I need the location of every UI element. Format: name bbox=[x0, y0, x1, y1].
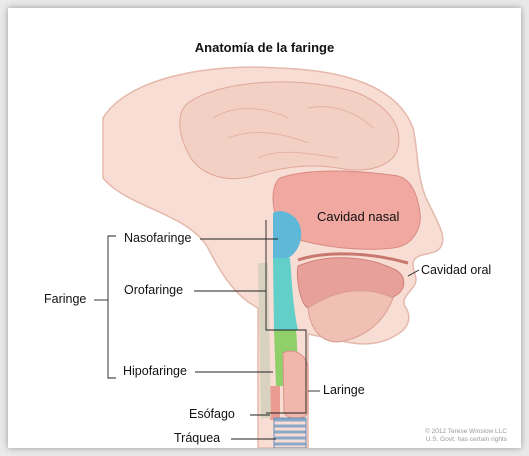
trachea-label: Tráquea bbox=[174, 431, 220, 445]
diagram-title: Anatomía de la faringe bbox=[8, 40, 521, 55]
diagram-frame: Anatomía de la faringe Cavidad nasal Nas… bbox=[8, 8, 521, 448]
pharynx-anatomy-illustration bbox=[8, 8, 521, 448]
larynx-label: Laringe bbox=[323, 383, 365, 397]
oropharynx-label: Orofaringe bbox=[124, 283, 183, 297]
copyright-line-1: © 2012 Terese Winslow LLC bbox=[425, 428, 507, 436]
larynx-shape bbox=[283, 351, 308, 418]
nasal-cavity-label: Cavidad nasal bbox=[317, 209, 399, 224]
brain bbox=[180, 82, 399, 179]
pharynx-bracket bbox=[108, 236, 116, 378]
copyright-line-2: U.S. Govt. has certain rights bbox=[425, 436, 507, 444]
copyright-notice: © 2012 Terese Winslow LLC U.S. Govt. has… bbox=[425, 428, 507, 444]
oral-cavity-label: Cavidad oral bbox=[421, 263, 491, 277]
pharynx-label: Faringe bbox=[44, 292, 86, 306]
esophagus-label: Esófago bbox=[189, 407, 235, 421]
esophagus-tube bbox=[270, 386, 280, 420]
hypopharynx-label: Hipofaringe bbox=[123, 364, 187, 378]
nasopharynx-label: Nasofaringe bbox=[124, 231, 191, 245]
